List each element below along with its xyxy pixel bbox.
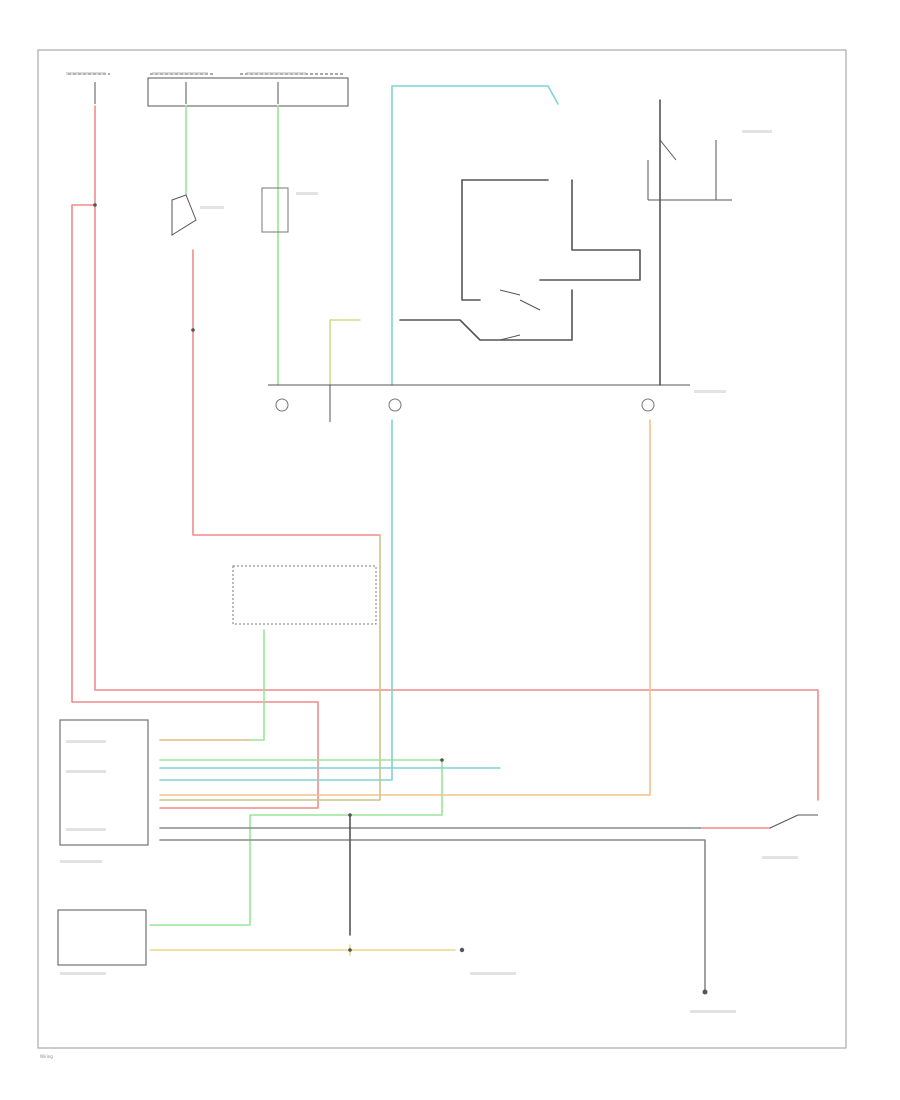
clutch-switch (261, 187, 289, 233)
orange-wire (159, 419, 651, 796)
cyan-wire-main (391, 85, 559, 386)
module-box (59, 719, 149, 846)
fuse-box (147, 77, 349, 107)
speed-sensor-box (232, 565, 377, 625)
servo-switch (499, 289, 541, 341)
red-wire-mid (192, 249, 381, 536)
deactivator-switch (647, 139, 732, 201)
black-wire-switch-left (461, 179, 481, 301)
footer-code: Wiring (40, 1054, 53, 1059)
splice-nodes (93, 203, 465, 953)
pcm-box (57, 909, 147, 966)
speed-control-module (59, 719, 149, 846)
red-wire-left-loop (71, 204, 319, 809)
green-wire-connector (149, 759, 443, 926)
black-wire-switch-mid (399, 289, 573, 341)
fuse-block (68, 73, 349, 107)
speed-sensor (232, 565, 377, 625)
connector-bar (268, 384, 690, 422)
red-wire-main (94, 105, 819, 801)
page-border (37, 49, 847, 1049)
brake-pedal-switch (769, 814, 818, 829)
wires (71, 85, 819, 991)
yellow-green-wire (329, 319, 361, 386)
gray-wire-ground (159, 839, 706, 991)
ground-symbol (702, 989, 708, 995)
green-wire-speed-sensor (159, 629, 265, 741)
olive-wire (159, 534, 381, 801)
powertrain-module (57, 909, 147, 966)
black-wire-switch-down (539, 179, 641, 281)
brake-switch (171, 194, 197, 236)
cyan-wire-down (159, 419, 393, 781)
faint-labels (60, 72, 798, 1013)
